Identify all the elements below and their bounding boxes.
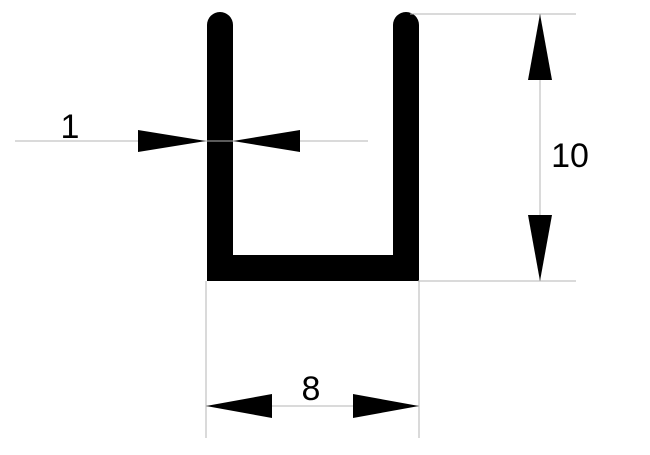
width-label: 8 (302, 370, 321, 408)
height-label: 10 (551, 137, 589, 175)
height-arrow-top (528, 14, 552, 80)
width-arrow-left (206, 394, 272, 418)
u-channel-profile (207, 12, 419, 281)
thickness-arrow-right (138, 130, 206, 152)
thickness-arrow-left (233, 130, 300, 152)
height-arrow-bottom (528, 215, 552, 281)
thickness-label: 1 (61, 108, 80, 146)
width-dimension: 8 (205, 281, 420, 438)
width-arrow-right (353, 394, 419, 418)
thickness-dimension: 1 (15, 108, 368, 152)
height-dimension: 10 (410, 13, 589, 282)
